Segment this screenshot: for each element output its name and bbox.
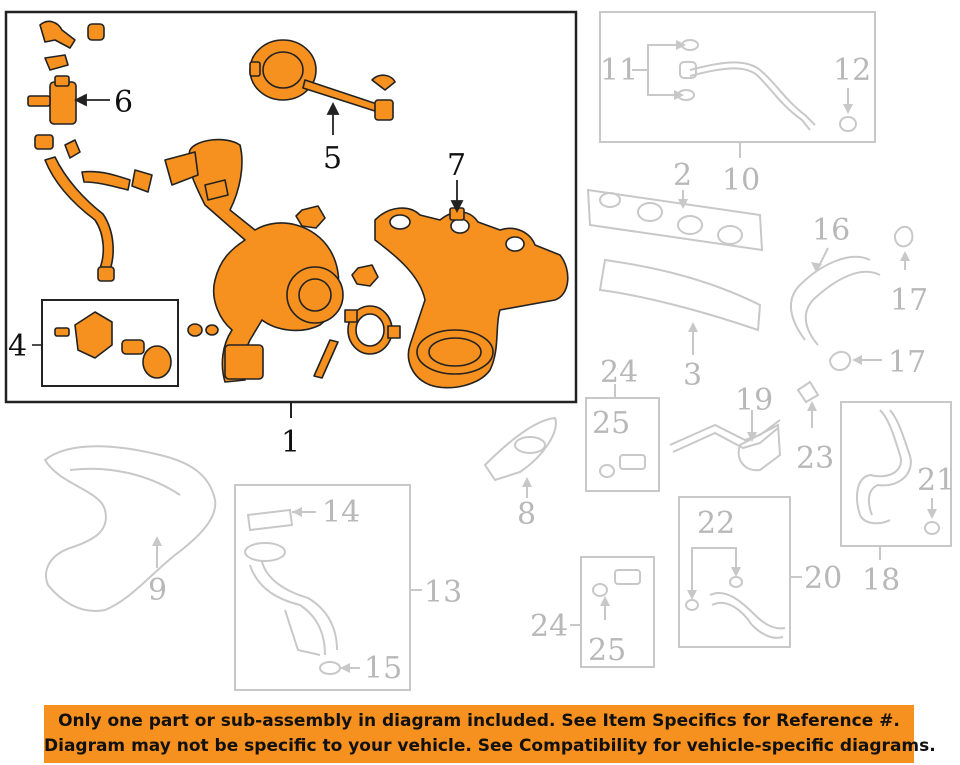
callout-24a: 24 [600, 355, 638, 390]
nut [295, 205, 326, 229]
seal-part-15 [319, 661, 341, 675]
group-box-24-upper [585, 397, 660, 492]
wastegate-actuator-part-5 [249, 39, 396, 121]
callout-25b: 25 [588, 633, 626, 668]
bracket-part-8 [483, 416, 557, 482]
callout-13: 13 [424, 575, 462, 610]
sensor-part-25-lower [592, 569, 641, 597]
stud-bolt [313, 339, 339, 379]
bypass-valve-part-4 [54, 311, 172, 379]
washer-part-12 [839, 116, 857, 132]
group-box-20 [678, 496, 791, 648]
callout-23: 23 [796, 441, 834, 476]
washer [187, 323, 203, 337]
callout-1: 1 [281, 425, 300, 460]
group-box-13 [234, 484, 411, 691]
callout-10: 10 [722, 163, 760, 198]
group-box-10 [599, 11, 876, 143]
hose-end-clamp [131, 169, 153, 193]
disclaimer-line-1: Only one part or sub-assembly in diagram… [58, 711, 900, 731]
hose-clamp [34, 134, 54, 150]
hose-part-16 [789, 255, 881, 346]
callout-9: 9 [148, 573, 167, 608]
callout-16: 16 [812, 213, 850, 248]
callout-15: 15 [364, 651, 402, 686]
gasket-part-2 [586, 188, 764, 252]
heat-shield-part-9 [43, 445, 217, 612]
callout-4: 4 [8, 329, 27, 364]
callout-11: 11 [600, 53, 638, 88]
hose-fitting [39, 20, 76, 49]
solenoid-valve-part-6 [27, 75, 77, 125]
water-pipe-part-19 [669, 419, 782, 472]
callout-2: 2 [673, 158, 692, 193]
callout-18: 18 [862, 563, 900, 598]
washer-part-21 [924, 521, 940, 535]
turbocharger-housing [164, 138, 344, 383]
hose-fitting [44, 54, 69, 71]
turbo-gasket [344, 305, 401, 355]
disclaimer-banner: Only one part or sub-assembly in diagram… [44, 705, 936, 763]
callout-25a: 25 [592, 406, 630, 441]
group-box-18 [840, 401, 952, 547]
hose-elbow [64, 139, 81, 159]
callout-8: 8 [517, 497, 536, 532]
callout-14: 14 [322, 495, 360, 530]
nut [351, 264, 379, 287]
sensor-part-25-upper [599, 454, 646, 478]
clamp-part-17b [828, 351, 852, 371]
callout-5: 5 [323, 141, 342, 176]
washer [205, 324, 219, 336]
gasket-part-14 [246, 508, 294, 532]
callout-19: 19 [735, 383, 773, 418]
clamp-part-17a [893, 225, 914, 248]
disclaimer-line-2: Diagram may not be specific to your vehi… [44, 736, 936, 756]
clip-part-23 [796, 380, 820, 404]
water-pipe-part-18 [856, 409, 912, 525]
callout-17b: 17 [888, 345, 926, 380]
callout-6: 6 [114, 85, 133, 120]
callout-7: 7 [447, 148, 466, 183]
pipe-part-20 [709, 592, 786, 639]
callout-20: 20 [804, 561, 842, 596]
hose-end [97, 266, 115, 282]
oil-feed-pipe-part-10 [679, 61, 816, 131]
hose-cap [87, 23, 105, 41]
callout-12: 12 [833, 53, 871, 88]
hose-short [81, 170, 131, 191]
parts-diagram: 1 4 5 6 7 2 3 8 9 10 11 12 13 14 15 16 1… [4, 10, 955, 691]
callout-24b: 24 [530, 609, 568, 644]
callout-17a: 17 [890, 283, 928, 318]
callout-3: 3 [683, 358, 702, 393]
exhaust-manifold-part-7 [374, 207, 569, 389]
callout-21: 21 [917, 463, 955, 498]
oil-return-pipe-part-13 [244, 542, 338, 656]
gasket-part-3 [598, 258, 762, 332]
assembly-box-4 [41, 299, 179, 387]
group-box-24-lower [580, 556, 655, 668]
callout-22: 22 [697, 506, 735, 541]
